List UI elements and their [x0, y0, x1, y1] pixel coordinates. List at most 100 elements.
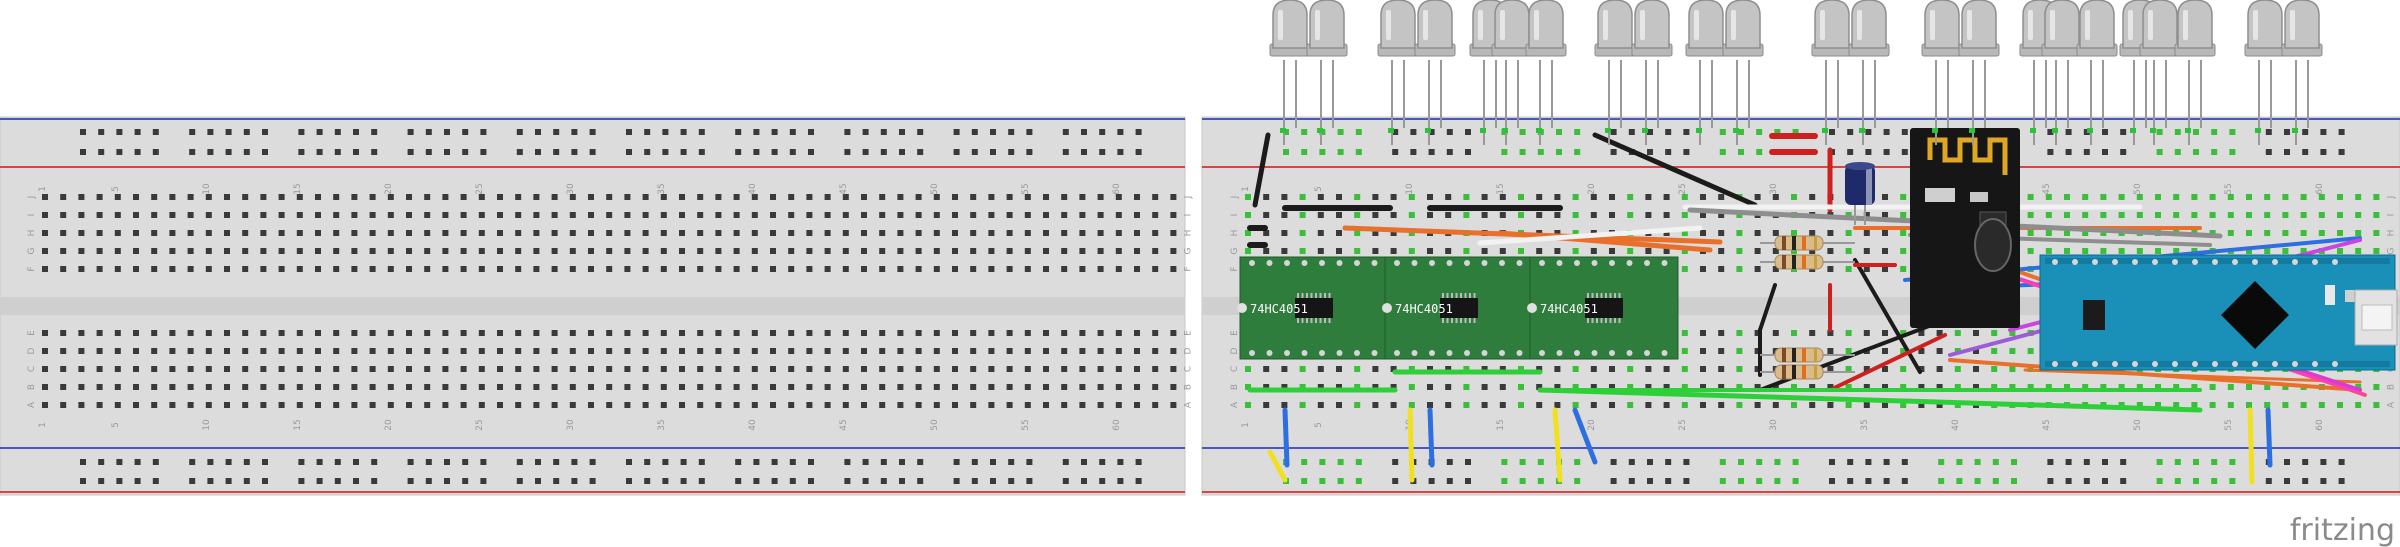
- rail-hole: [880, 478, 887, 484]
- hole: [1061, 330, 1068, 336]
- hole: [1645, 212, 1652, 218]
- hole: [2100, 384, 2107, 390]
- rail-hole: [2065, 129, 2072, 135]
- hole: [351, 212, 358, 218]
- hole: [770, 230, 776, 236]
- hole: [42, 194, 48, 200]
- hole: [151, 384, 158, 390]
- rail-hole: [589, 129, 596, 135]
- hole: [2209, 212, 2216, 218]
- hole: [351, 402, 358, 408]
- rail-hole: [899, 129, 905, 135]
- hole: [624, 348, 631, 354]
- hole: [1152, 348, 1159, 354]
- hole: [1006, 230, 1013, 236]
- rail-hole: [1117, 478, 1124, 484]
- column-number: 25: [475, 183, 485, 194]
- hole: [2282, 230, 2289, 236]
- hole: [278, 230, 285, 236]
- hole: [351, 384, 358, 390]
- hole: [551, 348, 558, 354]
- rail-hole: [644, 478, 651, 484]
- hole: [1718, 348, 1725, 354]
- hole: [1463, 194, 1470, 200]
- hole: [642, 330, 649, 336]
- row-letter: I: [27, 214, 37, 217]
- hole: [1043, 330, 1049, 336]
- row-letter: G: [1230, 247, 1240, 254]
- hole: [1700, 330, 1706, 336]
- row-letter: B: [1183, 384, 1193, 390]
- hole: [2009, 384, 2016, 390]
- rail-hole: [753, 478, 760, 484]
- hole: [96, 330, 103, 336]
- hole: [660, 366, 667, 372]
- hole: [1170, 366, 1177, 372]
- hole: [533, 266, 540, 272]
- hole: [1043, 194, 1049, 200]
- rail-hole: [1829, 129, 1835, 135]
- rail-hole: [2156, 129, 2163, 135]
- hole: [96, 266, 103, 272]
- hole: [879, 348, 886, 354]
- hole: [1336, 402, 1342, 408]
- rail-hole: [1446, 149, 1453, 155]
- hole: [952, 366, 958, 372]
- row-letter: A: [1183, 401, 1193, 408]
- hole: [1863, 330, 1870, 336]
- rail-hole: [1099, 149, 1106, 155]
- hole: [733, 266, 740, 272]
- hole: [1170, 402, 1177, 408]
- rail-hole: [1537, 459, 1544, 465]
- rail-hole: [1683, 149, 1690, 155]
- hole: [697, 384, 704, 390]
- hole: [770, 402, 776, 408]
- row-letter: B: [1230, 384, 1240, 390]
- hole: [478, 348, 485, 354]
- hole: [1481, 248, 1488, 254]
- hole: [315, 266, 321, 272]
- hole: [824, 330, 831, 336]
- hole: [224, 402, 230, 408]
- hole: [915, 194, 922, 200]
- hole: [296, 366, 303, 372]
- hole: [1863, 384, 1870, 390]
- hole: [679, 194, 685, 200]
- hole: [460, 248, 467, 254]
- hole: [1061, 194, 1068, 200]
- wire-yellow: [2247, 407, 2255, 485]
- hole: [2264, 230, 2271, 236]
- hole: [1170, 230, 1177, 236]
- rail-hole: [1719, 129, 1726, 135]
- hole: [351, 330, 358, 336]
- hole: [2155, 212, 2161, 218]
- hole: [1499, 248, 1506, 254]
- hole: [2009, 330, 2016, 336]
- hole: [1609, 248, 1615, 254]
- hole: [1061, 348, 1068, 354]
- hole: [1882, 348, 1888, 354]
- hole: [1299, 366, 1306, 372]
- rail-hole: [1319, 459, 1326, 465]
- hole: [2191, 212, 2198, 218]
- hole: [315, 212, 321, 218]
- hole: [1827, 248, 1834, 254]
- hole: [515, 330, 522, 336]
- hole: [1390, 366, 1397, 372]
- column-number: 10: [1405, 183, 1415, 195]
- hole: [387, 230, 394, 236]
- rail-hole: [1062, 149, 1069, 155]
- hole: [187, 402, 194, 408]
- column-number: 45: [839, 183, 849, 194]
- hole: [205, 194, 212, 200]
- hole: [1572, 402, 1579, 408]
- rail-hole: [243, 129, 250, 135]
- hole: [2355, 194, 2362, 200]
- resistors: [1760, 235, 1855, 380]
- hole: [1681, 248, 1688, 254]
- hole: [952, 248, 958, 254]
- hole: [478, 330, 485, 336]
- hole: [569, 212, 576, 218]
- hole: [1754, 230, 1761, 236]
- hole: [861, 330, 867, 336]
